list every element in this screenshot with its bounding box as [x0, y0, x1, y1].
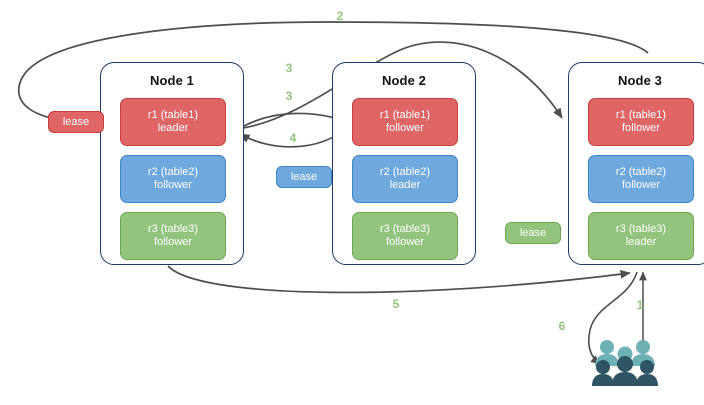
- replica-r3[interactable]: r3 (table3) leader: [588, 212, 694, 260]
- replica-role: leader: [625, 236, 657, 248]
- replica-name: r2 (table2): [379, 165, 431, 178]
- users-group-icon: [592, 340, 658, 386]
- node-box-2[interactable]: Node 2 r1 (table1) follower r2 (table2) …: [332, 62, 476, 265]
- replica-name: r1 (table1): [147, 108, 199, 121]
- replica-r3[interactable]: r3 (table3) follower: [352, 212, 458, 260]
- step-label-4: 4: [289, 131, 297, 145]
- replica-name: r3 (table3): [147, 222, 199, 235]
- node-box-1[interactable]: Node 1 r1 (table1) leader r2 (table2) fo…: [100, 62, 244, 265]
- node-box-3[interactable]: Node 3 r1 (table1) follower r2 (table2) …: [568, 62, 704, 265]
- replica-role: follower: [386, 236, 424, 248]
- replica-r3[interactable]: r3 (table3) follower: [120, 212, 226, 260]
- replica-name: r1 (table1): [615, 108, 667, 121]
- node-title: Node 1: [150, 73, 194, 88]
- step-label-5: 5: [392, 297, 400, 311]
- node-title: Node 2: [382, 73, 426, 88]
- lease-box-table2[interactable]: lease: [276, 166, 332, 188]
- replica-name: r3 (table3): [615, 222, 667, 235]
- replica-role: leader: [157, 122, 189, 134]
- lease-box-table3[interactable]: lease: [505, 222, 561, 244]
- replica-role: leader: [389, 179, 421, 191]
- step-label-3a: 3: [285, 61, 293, 75]
- replica-name: r1 (table1): [379, 108, 431, 121]
- step-label-1: 1: [636, 298, 644, 312]
- replica-name: r2 (table2): [147, 165, 199, 178]
- replica-role: follower: [622, 122, 660, 134]
- step-label-2: 2: [336, 9, 344, 23]
- step-label-6: 6: [558, 319, 566, 333]
- replica-r2[interactable]: r2 (table2) follower: [120, 155, 226, 203]
- arrow-step-5: [167, 265, 631, 294]
- step-label-3b: 3: [285, 89, 293, 103]
- replica-r2[interactable]: r2 (table2) leader: [352, 155, 458, 203]
- lease-box-table1[interactable]: lease: [48, 111, 104, 133]
- replica-role: follower: [386, 122, 424, 134]
- replica-role: follower: [154, 179, 192, 191]
- replica-r1[interactable]: r1 (table1) follower: [352, 98, 458, 146]
- node-title: Node 3: [618, 73, 662, 88]
- replica-role: follower: [622, 179, 660, 191]
- replica-role: follower: [154, 236, 192, 248]
- replica-r1[interactable]: r1 (table1) follower: [588, 98, 694, 146]
- replica-r2[interactable]: r2 (table2) follower: [588, 155, 694, 203]
- replica-name: r3 (table3): [379, 222, 431, 235]
- replica-r1[interactable]: r1 (table1) leader: [120, 98, 226, 146]
- replica-name: r2 (table2): [615, 165, 667, 178]
